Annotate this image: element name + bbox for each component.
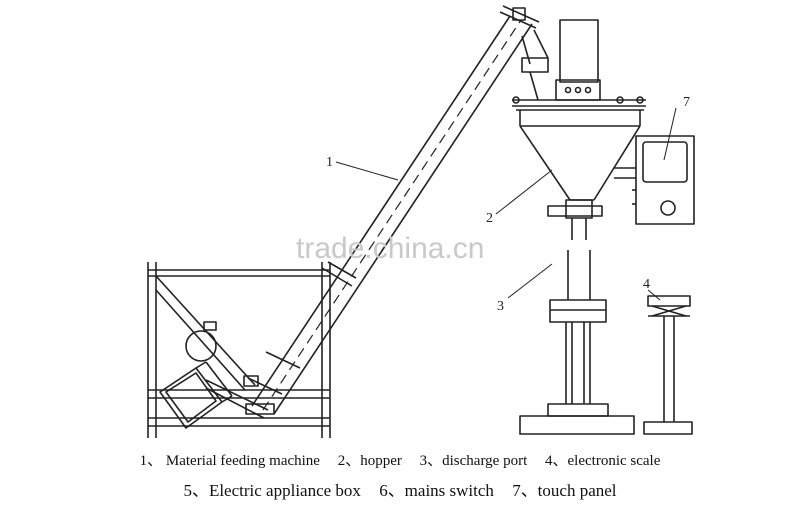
- legend-line-1: 1、 Material feeding machine 2、hopper 3、d…: [0, 449, 800, 470]
- electronic-scale: [643, 295, 693, 435]
- screw-conveyor: [245, 5, 549, 415]
- feed-bin: [147, 262, 331, 438]
- mains-switch: [660, 200, 676, 216]
- watermark: trade.china.cn: [296, 232, 484, 265]
- legend-item-electronic-scale: 4、electronic scale: [545, 453, 661, 469]
- packing-machine: [512, 19, 695, 435]
- material-feeding-machine: [147, 5, 549, 438]
- legend-item-mains-switch: 6、mains switch: [379, 481, 494, 500]
- callout-1: 1: [326, 155, 333, 170]
- legend-item-electric-appliance-box: 5、Electric appliance box: [183, 481, 361, 500]
- machine-base: [519, 415, 635, 435]
- machine-diagram: trade.china.cn 1 2 3 4 7: [147, 5, 695, 438]
- callout-7: 7: [683, 95, 690, 110]
- hopper: [519, 125, 641, 201]
- legend-item-discharge-port: 3、discharge port: [419, 453, 528, 469]
- discharge-port: [547, 199, 603, 240]
- callout-2: 2: [486, 211, 493, 226]
- legend-line-2: 5、Electric appliance box 6、mains switch …: [0, 476, 800, 501]
- touch-panel: [642, 141, 688, 183]
- callout-3: 3: [497, 299, 504, 314]
- motor: [559, 19, 599, 83]
- legend-item-material-feeding-machine: 1、 Material feeding machine: [139, 453, 320, 469]
- callout-4: 4: [643, 277, 650, 292]
- electric-appliance-box: [632, 135, 695, 225]
- legend-item-hopper: 2、hopper: [337, 453, 402, 469]
- leader-lines: [335, 107, 677, 301]
- legend-item-touch-panel: 7、touch panel: [512, 481, 617, 500]
